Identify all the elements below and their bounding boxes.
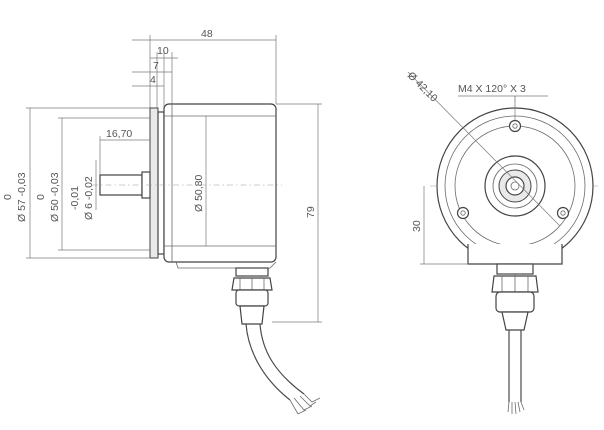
- top-dimensions: [132, 35, 277, 108]
- dim-shaft-length: 16,70: [106, 128, 132, 140]
- dim-flange-7: 7: [153, 60, 159, 72]
- bolt-hole-top: [508, 119, 522, 133]
- dim-height: 79: [305, 206, 317, 218]
- dim-pilot-diameter: Ø 50 -0,03: [49, 172, 61, 222]
- dim-bolt-circle: Ø 42,10: [405, 70, 440, 105]
- left-diameter-dims: [26, 107, 150, 259]
- front-view: Ø 42,10 M4 X 120° X 3 30: [405, 70, 600, 415]
- shaft-end: [505, 176, 525, 196]
- dim-shaft-diameter: Ø 6 -0,02: [83, 176, 95, 220]
- dim-outer-diameter: Ø 57 -0,03: [16, 172, 28, 222]
- dim-shaft-tol: -0,01: [69, 186, 81, 210]
- dim-flange-10: 10: [157, 45, 169, 57]
- dim-pilot-diameter-tol: 0: [35, 194, 47, 200]
- bolt-hole-left: [456, 206, 470, 220]
- connector-block: [467, 244, 563, 265]
- flange-ring: [157, 111, 165, 255]
- thread-spec: M4 X 120° X 3: [458, 83, 526, 95]
- flange-plate: [149, 107, 159, 259]
- cable-gland-side: [231, 267, 273, 325]
- dim-outer-diameter-tol: 0: [2, 194, 14, 200]
- dim-overall-length: 48: [201, 28, 213, 40]
- dim-body-diameter: Ø 50,80: [193, 174, 205, 212]
- cable-end-wires-front: [507, 401, 525, 415]
- cable-gland-front: [491, 263, 539, 331]
- bolt-hole-right: [556, 206, 570, 220]
- side-view: 48 10 7 4 16,70 0 Ø 57 -0,0: [2, 28, 322, 415]
- dim-flange-4: 4: [150, 74, 156, 86]
- cable-end-wires: [289, 393, 321, 415]
- dim-connector-offset: 30: [411, 220, 423, 232]
- encoder-housing: [163, 103, 277, 263]
